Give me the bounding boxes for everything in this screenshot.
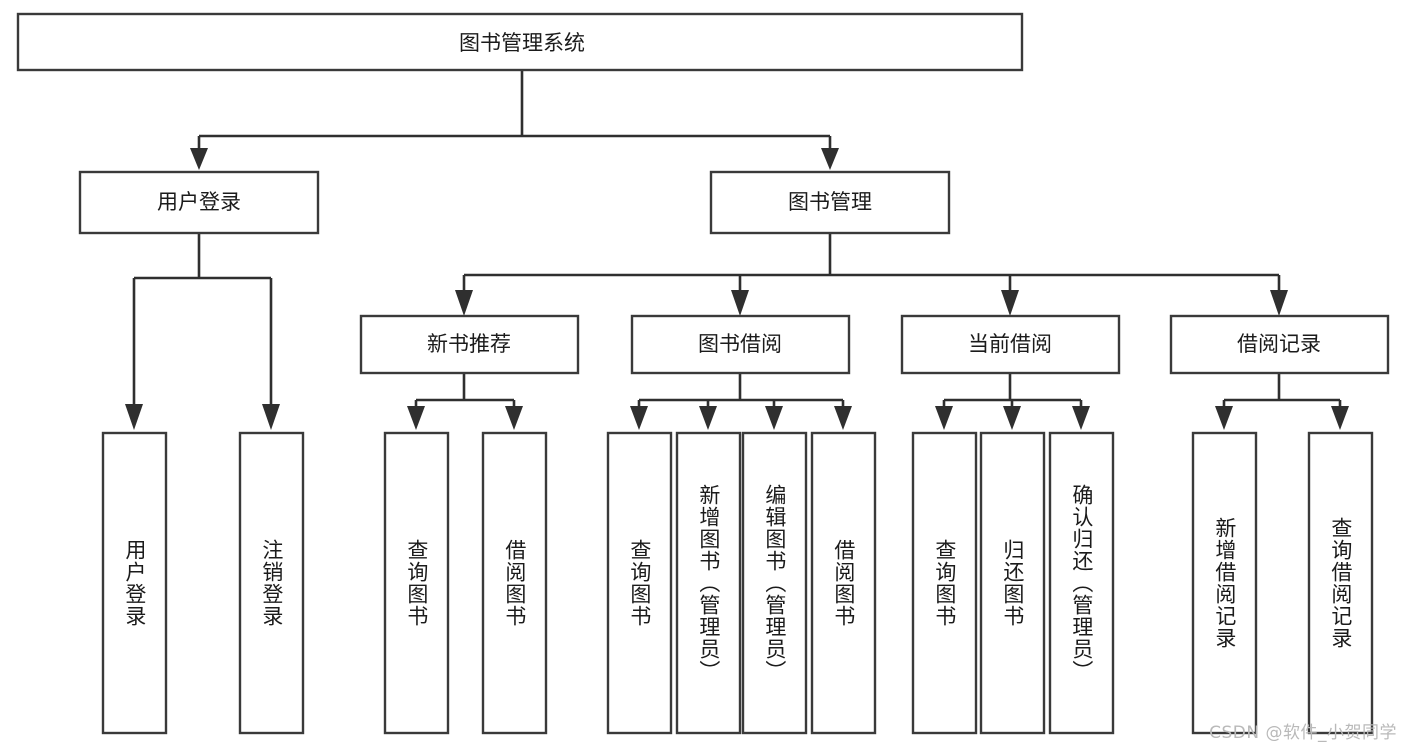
- leaf-box-edit-book[interactable]: [741, 431, 808, 735]
- arrow-head-icon: [1215, 406, 1233, 430]
- node-user-login-label: 用户登录: [157, 190, 241, 214]
- node-root-label: 图书管理系统: [459, 31, 585, 55]
- node-new-book-recommend-box[interactable]: [359, 314, 580, 375]
- leaf-box-logout[interactable]: [238, 431, 305, 735]
- leaf-box-query-record[interactable]: [1307, 431, 1374, 735]
- leaf-box-query-book-2[interactable]: [606, 431, 673, 735]
- connector-group-book-borrow: [630, 373, 852, 430]
- arrow-head-icon: [455, 290, 473, 316]
- arrow-head-icon: [505, 406, 523, 430]
- arrow-head-icon: [1003, 406, 1021, 430]
- arrow-head-icon: [699, 406, 717, 430]
- node-current-borrow-label: 当前借阅: [968, 332, 1052, 356]
- leaf-box-return-book[interactable]: [979, 431, 1046, 735]
- arrow-head-icon: [1270, 290, 1288, 316]
- arrow-head-icon: [407, 406, 425, 430]
- leaf-box-confirm-return[interactable]: [1048, 431, 1115, 735]
- node-book-management-label: 图书管理: [788, 190, 872, 214]
- node-root-box[interactable]: [16, 12, 1024, 72]
- node-borrow-records-label: 借阅记录: [1237, 332, 1321, 356]
- arrow-head-icon: [821, 148, 839, 170]
- arrow-head-icon: [1331, 406, 1349, 430]
- node-new-book-recommend-label: 新书推荐: [427, 332, 511, 356]
- arrow-head-icon: [262, 404, 280, 430]
- node-user-login-box[interactable]: [78, 170, 320, 235]
- node-book-borrow-box[interactable]: [630, 314, 851, 375]
- connector-group-borrow-records: [1215, 373, 1349, 430]
- connector-group-root: [190, 70, 839, 170]
- arrow-head-icon: [630, 406, 648, 430]
- arrow-head-icon: [1001, 290, 1019, 316]
- arrow-head-icon: [935, 406, 953, 430]
- node-current-borrow-box[interactable]: [900, 314, 1121, 375]
- node-book-management-box[interactable]: [709, 170, 951, 235]
- arrow-head-icon: [190, 148, 208, 170]
- leaf-box-user-login[interactable]: [101, 431, 168, 735]
- arrow-head-icon: [834, 406, 852, 430]
- leaf-box-borrow-book-2[interactable]: [810, 431, 877, 735]
- leaf-box-query-book-3[interactable]: [911, 431, 978, 735]
- leaf-box-query-book-1[interactable]: [383, 431, 450, 735]
- arrow-head-icon: [731, 290, 749, 316]
- connector-group-current-borrow: [935, 373, 1090, 430]
- arrow-head-icon: [765, 406, 783, 430]
- connector-group-new-book: [407, 373, 523, 430]
- connector-group-user-login: [125, 233, 280, 430]
- arrow-head-icon: [1072, 406, 1090, 430]
- watermark-text: CSDN @软件_小贺同学: [1209, 723, 1397, 743]
- node-book-borrow-label: 图书借阅: [698, 332, 782, 356]
- node-borrow-records-box[interactable]: [1169, 314, 1390, 375]
- leaf-box-borrow-book-1[interactable]: [481, 431, 548, 735]
- leaf-box-add-book[interactable]: [675, 431, 742, 735]
- arrow-head-icon: [125, 404, 143, 430]
- leaf-box-add-record[interactable]: [1191, 431, 1258, 735]
- connector-group-book-management: [455, 233, 1288, 316]
